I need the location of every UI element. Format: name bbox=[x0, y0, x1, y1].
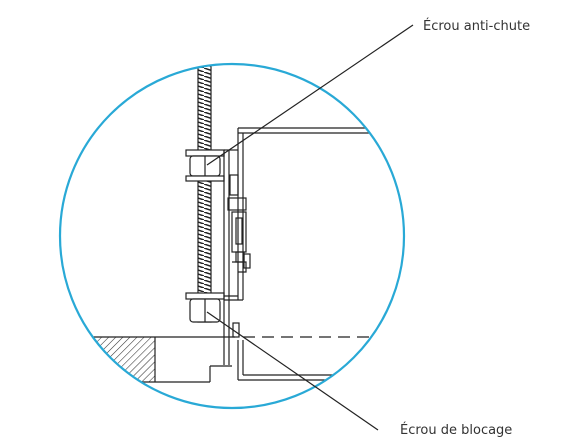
anti-fall-nut-shape bbox=[185, 149, 225, 182]
leader-line-lock-nut bbox=[206, 311, 379, 431]
detail-circle bbox=[58, 62, 406, 410]
threaded-rod bbox=[197, 64, 212, 323]
clamp-assembly bbox=[227, 174, 251, 273]
label-anti-fall-nut: Écrou anti-chute bbox=[423, 18, 530, 34]
leader-line-anti-fall-nut bbox=[206, 24, 414, 166]
lock-nut-shape bbox=[185, 292, 225, 323]
detail-drawing bbox=[60, 64, 404, 383]
floor-slab bbox=[60, 336, 235, 383]
beam-profile bbox=[237, 127, 404, 381]
label-lock-nut: Écrou de blocage bbox=[400, 422, 512, 438]
